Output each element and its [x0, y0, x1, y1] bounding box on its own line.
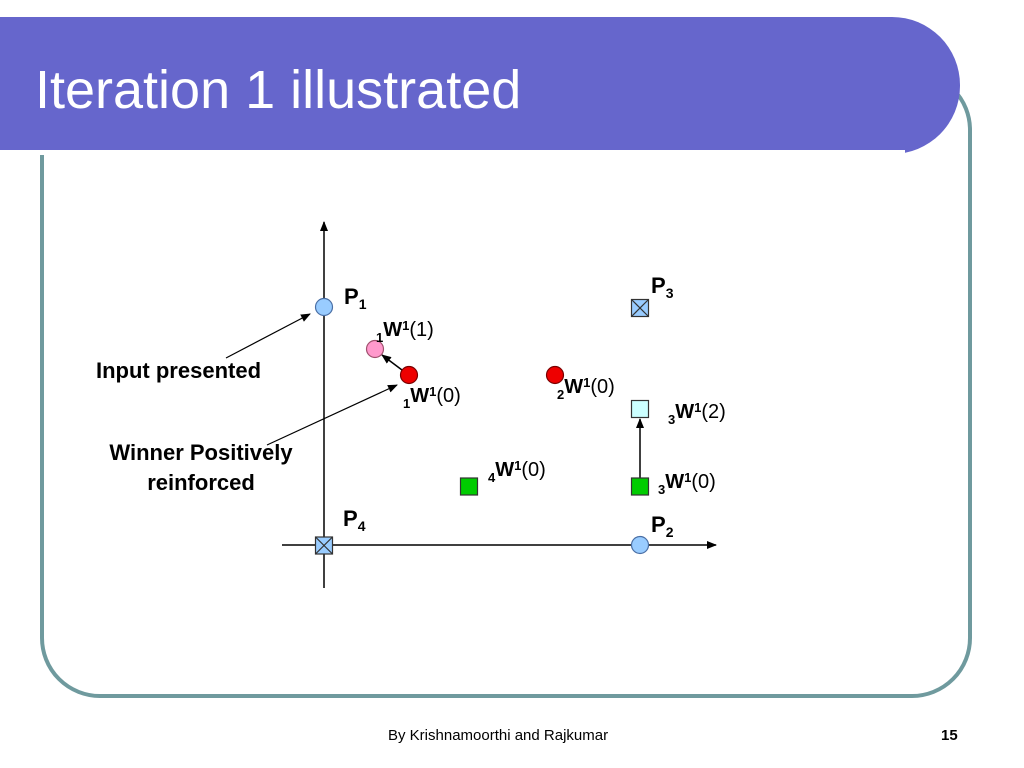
w1-updated-circle — [365, 339, 385, 359]
p1-label: P1 — [344, 284, 367, 312]
title-underline — [0, 150, 905, 155]
w3-square — [630, 477, 650, 496]
w4-0-label: 4W1(0) — [488, 458, 546, 485]
input-presented-arrow — [225, 313, 311, 359]
w2-0-label: 2W1(0) — [557, 375, 615, 402]
footer-credit: By Krishnamoorthi and Rajkumar — [388, 727, 609, 744]
p3-crossed-square — [630, 298, 650, 318]
w1-0-label: 1W1(0) — [403, 384, 461, 411]
p2-label: P2 — [651, 512, 674, 540]
page-number: 15 — [941, 727, 958, 744]
slide-frame — [40, 70, 972, 698]
w2-circle — [545, 365, 565, 385]
w1-1-label: 1W1(1) — [376, 318, 434, 345]
winner-callout-line1: Winner Positively — [109, 440, 293, 465]
title-banner: Iteration 1 illustrated — [0, 17, 960, 155]
input-presented-callout: Input presented — [96, 358, 262, 383]
slide-title: Iteration 1 illustrated — [35, 60, 522, 120]
winner-reinforced-arrow — [266, 384, 398, 446]
winner-reinforced-callout: Winner Positively reinforced — [86, 438, 316, 498]
p4-crossed-square — [314, 536, 334, 555]
w1-winner-circle — [399, 365, 419, 385]
winner-callout-line2: reinforced — [147, 470, 255, 495]
w3-0-label: 3W1(0) — [658, 470, 716, 497]
p2-input-circle — [630, 535, 650, 555]
w3-updated-square — [630, 399, 650, 419]
p1-input-circle — [314, 297, 334, 317]
w3-2-label: 3W1(2) — [668, 400, 726, 427]
w4-square — [459, 477, 479, 496]
p4-label: P4 — [343, 506, 366, 534]
p3-label: P3 — [651, 273, 674, 301]
